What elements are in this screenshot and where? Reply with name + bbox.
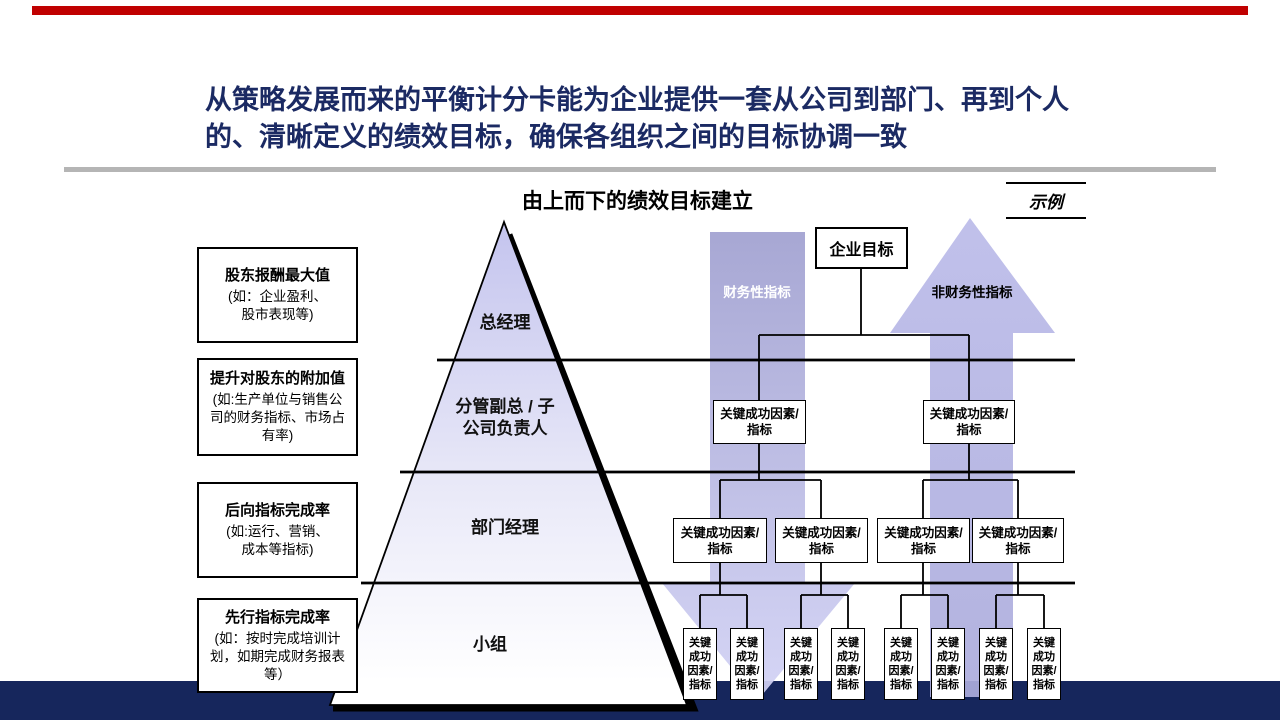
pyramid-level-gm: 总经理: [479, 313, 531, 332]
title-divider-line: [64, 167, 1216, 172]
left-note-title: 后向指标完成率: [224, 502, 330, 519]
slide-title: 从策略发展而来的平衡计分卡能为企业提供一套从公司到部门、再到个人 的、清晰定义的…: [205, 85, 1069, 152]
ksf-box-l4-6: 关键 成功 因素/ 指标: [931, 628, 965, 700]
left-note-box-1: 股东报酬最大值 (如：企业盈利、 股市表现等): [197, 247, 358, 343]
example-tag-label: 示例: [1029, 193, 1063, 212]
left-note-box-2: 提升对股东的附加值 (如:生产单位与销售公 司的财务指标、市场占 有率): [197, 358, 358, 456]
ksf-box-l2-1: 关键成功因素/ 指标: [713, 400, 806, 444]
left-note-desc: (如：按时完成培训计 划，如期完成财务报表 等）: [210, 630, 345, 682]
ksf-box-l4-5: 关键 成功 因素/ 指标: [884, 628, 918, 700]
corporate-goal-label: 企业目标: [829, 242, 894, 259]
ksf-box-l4-4: 关键 成功 因素/ 指标: [831, 628, 865, 700]
left-note-box-4: 先行指标完成率 (如：按时完成培训计 划，如期完成财务报表 等）: [197, 598, 358, 693]
left-note-desc: (如:生产单位与销售公 司的财务指标、市场占 有率): [210, 392, 345, 443]
pyramid-shape: [328, 219, 689, 706]
ksf-box-l4-8: 关键 成功 因素/ 指标: [1027, 628, 1061, 700]
left-note-desc: (如:运行、营销、 成本等指标): [226, 524, 329, 557]
corporate-goal-box: 企业目标: [815, 227, 908, 269]
pyramid-level-vp: 分管副总 / 子 公司负责人: [455, 397, 555, 438]
pyramid-level-team: 小组: [473, 635, 507, 654]
ksf-box-l3-4: 关键成功因素/ 指标: [972, 518, 1064, 563]
ksf-box-l2-2: 关键成功因素/ 指标: [923, 400, 1015, 444]
left-note-box-3: 后向指标完成率 (如:运行、营销、 成本等指标): [197, 482, 358, 578]
ksf-box-l3-1: 关键成功因素/ 指标: [673, 518, 767, 563]
ksf-box-l4-7: 关键 成功 因素/ 指标: [979, 628, 1013, 700]
example-tag: 示例: [1006, 182, 1086, 219]
top-accent-bar: [32, 6, 1248, 15]
connector-lines: [699, 268, 1045, 628]
pyramid-level-dept: 部门经理: [471, 518, 539, 537]
ksf-box-l4-3: 关键 成功 因素/ 指标: [784, 628, 818, 700]
ksf-box-l3-2: 关键成功因素/ 指标: [775, 518, 868, 563]
left-note-title: 股东报酬最大值: [224, 267, 330, 284]
left-note-title: 先行指标完成率: [224, 608, 330, 626]
left-note-desc: (如：企业盈利、 股市表现等): [228, 289, 327, 322]
ksf-box-l4-1: 关键 成功 因素/ 指标: [683, 628, 717, 700]
ksf-box-l4-2: 关键 成功 因素/ 指标: [730, 628, 764, 700]
non-financial-arrow-label: 非财务性指标: [931, 285, 1013, 300]
left-note-title: 提升对股东的附加值: [209, 370, 345, 387]
diagram-subtitle: 由上而下的绩效目标建立: [522, 190, 753, 213]
up-arrow-icon: [890, 218, 1055, 697]
financial-arrow-label: 财务性指标: [723, 285, 791, 300]
ksf-box-l3-3: 关键成功因素/ 指标: [877, 518, 970, 563]
